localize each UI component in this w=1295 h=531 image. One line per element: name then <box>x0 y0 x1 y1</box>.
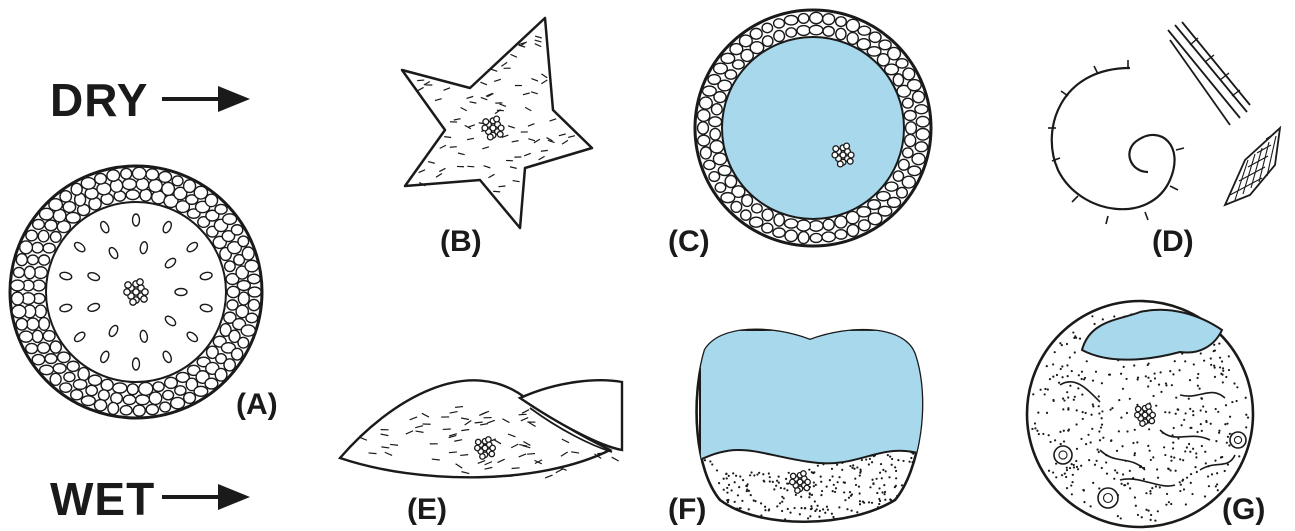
specimen-a-cross-section <box>10 166 262 418</box>
fiber-strands <box>1168 22 1250 125</box>
curled-wall-fragment <box>1052 68 1175 209</box>
specimen-g-disintegrating <box>1027 301 1253 527</box>
panel-label-e: (E) <box>407 493 447 527</box>
specimen-f-partly-filled <box>694 330 926 531</box>
water-filled-cavity <box>700 330 925 463</box>
cell-mesh-fragment <box>1225 128 1280 205</box>
panel-label-d: (D) <box>1152 225 1194 259</box>
specimen-c-water-filled <box>695 10 931 246</box>
specimen-d-curled-fragments <box>1048 22 1280 224</box>
specimen-b-star-shape <box>402 18 592 228</box>
panel-label-c: (C) <box>668 225 710 259</box>
specimen-e-flattened <box>340 380 622 478</box>
wall-ticks <box>1048 60 1184 224</box>
panel-label-g: (G) <box>1222 493 1265 527</box>
panel-label-f: (F) <box>668 493 706 527</box>
water-filled-cavity <box>722 37 904 219</box>
panel-label-b: (B) <box>440 225 482 259</box>
panel-label-a: (A) <box>236 388 278 422</box>
